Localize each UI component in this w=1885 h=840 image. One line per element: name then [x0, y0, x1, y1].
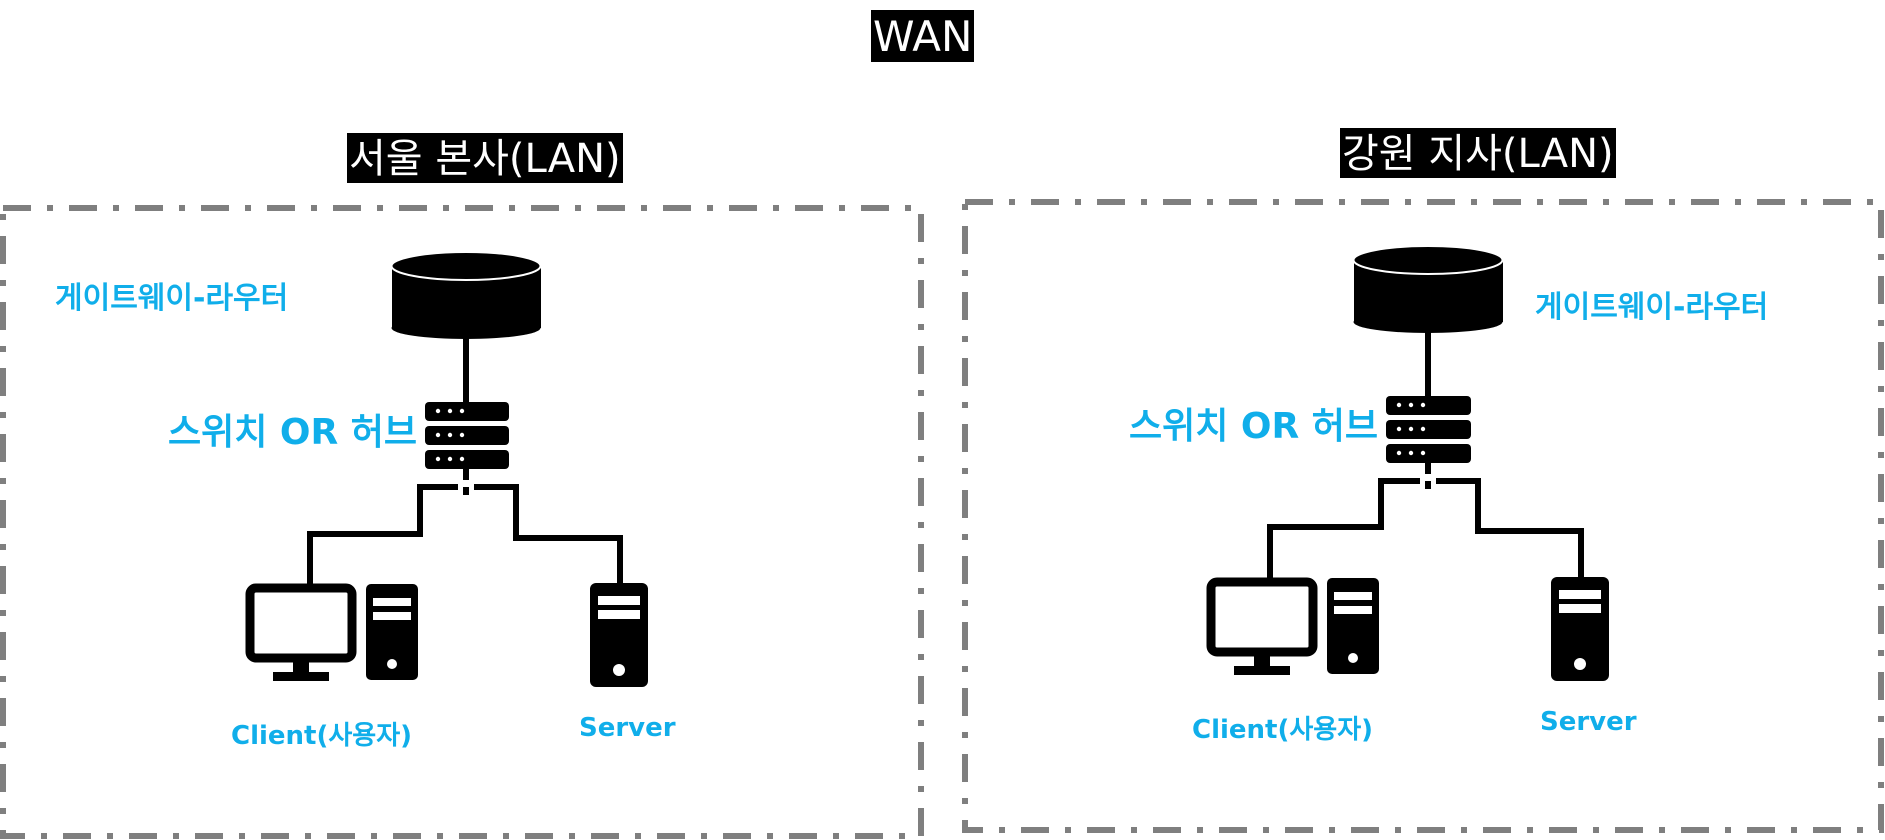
gangwon-lan-region	[962, 199, 1884, 833]
seoul-switch-hub-label: 스위치 OR 허브	[168, 412, 417, 453]
switch-stack-icon	[425, 402, 509, 469]
server-tower-icon	[590, 583, 648, 687]
gangwon-region-border	[962, 199, 1884, 833]
desktop-computer-icon	[245, 583, 418, 681]
seoul-gateway-router-label: 게이트웨이-라우터	[55, 281, 289, 316]
seoul-lan-region	[0, 205, 924, 839]
gangwon-gateway-router-label: 게이트웨이-라우터	[1535, 290, 1769, 325]
seoul-lan-title: 서울 본사(LAN)	[347, 133, 623, 183]
desktop-computer-icon	[1206, 577, 1379, 675]
gangwon-lan-title: 강원 지사(LAN)	[1340, 128, 1616, 178]
seoul-client-label: Client(사용자)	[231, 721, 413, 751]
seoul-server-label: Server	[579, 713, 676, 743]
gangwon-server-label: Server	[1540, 707, 1637, 737]
seoul-region-border	[0, 205, 924, 839]
wan-label: WAN	[871, 10, 975, 62]
gangwon-switch-hub-label: 스위치 OR 허브	[1129, 406, 1378, 447]
seoul-network	[245, 251, 648, 687]
switch-stack-icon	[1386, 396, 1471, 463]
router-cylinder-icon	[1352, 245, 1504, 333]
gangwon-client-label: Client(사용자)	[1192, 715, 1374, 745]
gangwon-network	[1206, 245, 1609, 681]
router-cylinder-icon	[390, 251, 542, 339]
server-tower-icon	[1551, 577, 1609, 681]
